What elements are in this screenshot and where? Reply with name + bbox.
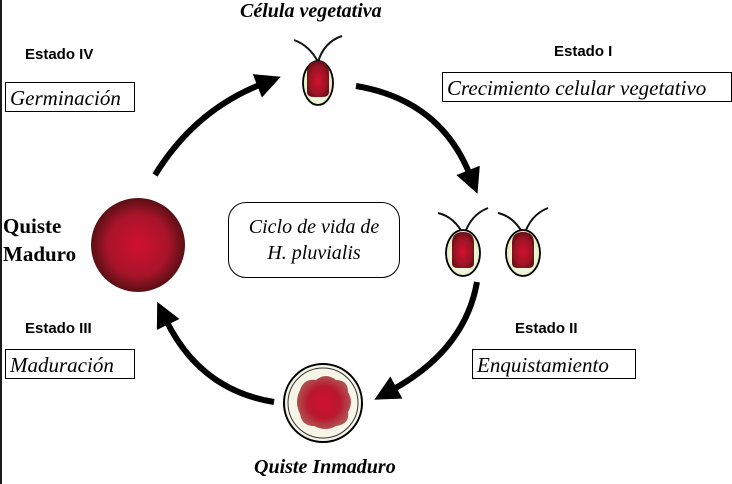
- arrow-germination: [152, 74, 281, 177]
- center-title-line1: Ciclo de vida de: [248, 216, 380, 238]
- vegetative-cell-label: Célula vegetativa: [240, 0, 382, 22]
- arrow-encystment: [374, 281, 480, 400]
- mature-cyst-label: Quiste Maduro: [3, 212, 76, 268]
- encysting-cell-icon: [497, 207, 549, 277]
- center-title-box: Ciclo de vida de H. pluvialis: [228, 202, 400, 278]
- immature-cyst-label: Quiste Inmaduro: [254, 456, 396, 478]
- stage-1-name-box: Crecimiento celular vegetativo: [442, 72, 732, 102]
- stage-3-name-box: Maduración: [5, 349, 135, 379]
- mature-cyst-icon: [91, 198, 185, 292]
- mature-cyst-label-line2: Maduro: [3, 242, 77, 266]
- stage-4-label: Estado IV: [25, 46, 94, 63]
- mature-cyst-label-line1: Quiste: [3, 214, 62, 238]
- encysting-cell-icon: [437, 207, 489, 277]
- arrow-maturation: [156, 301, 275, 405]
- stage-4-name-box: Germinación: [5, 82, 135, 112]
- arrow-vegetative-growth: [355, 83, 480, 194]
- immature-cyst-icon: [283, 363, 363, 443]
- stage-2-label: Estado II: [515, 320, 578, 337]
- stage-2-name-box: Enquistamiento: [472, 349, 636, 379]
- stage-3-label: Estado III: [25, 320, 92, 337]
- stage-1-label: Estado I: [554, 43, 613, 60]
- vegetative-cell-icon: [293, 35, 343, 106]
- center-title-line2: H. pluvialis: [267, 242, 361, 264]
